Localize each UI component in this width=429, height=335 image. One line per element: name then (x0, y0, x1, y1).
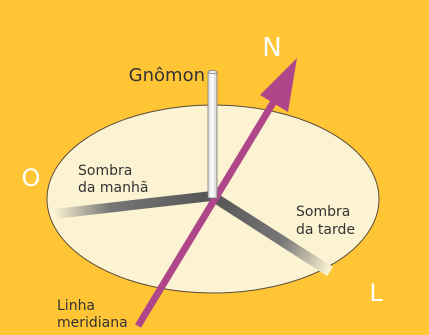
gnomon-rod (207, 71, 218, 199)
gnomon-label: Gnômon (129, 65, 205, 86)
north-arrowhead (260, 58, 297, 112)
afternoon-shadow (209, 192, 333, 276)
meridian-label-line1: Linha (57, 298, 95, 314)
afternoon-shadow-label-line2: da tarde (296, 222, 355, 238)
morning-shadow-label-line2: da manhã (78, 180, 148, 196)
east-label: L (369, 279, 383, 307)
morning-shadow-label-line1: Sombra (78, 163, 132, 179)
gnomon-top (207, 70, 218, 75)
morning-shadow (54, 191, 212, 219)
afternoon-shadow-label-line1: Sombra (296, 204, 350, 220)
north-label: N (262, 33, 281, 63)
meridian-label-line2: meridiana (57, 315, 128, 331)
west-label: O (22, 164, 41, 192)
meridian-line (135, 96, 279, 328)
